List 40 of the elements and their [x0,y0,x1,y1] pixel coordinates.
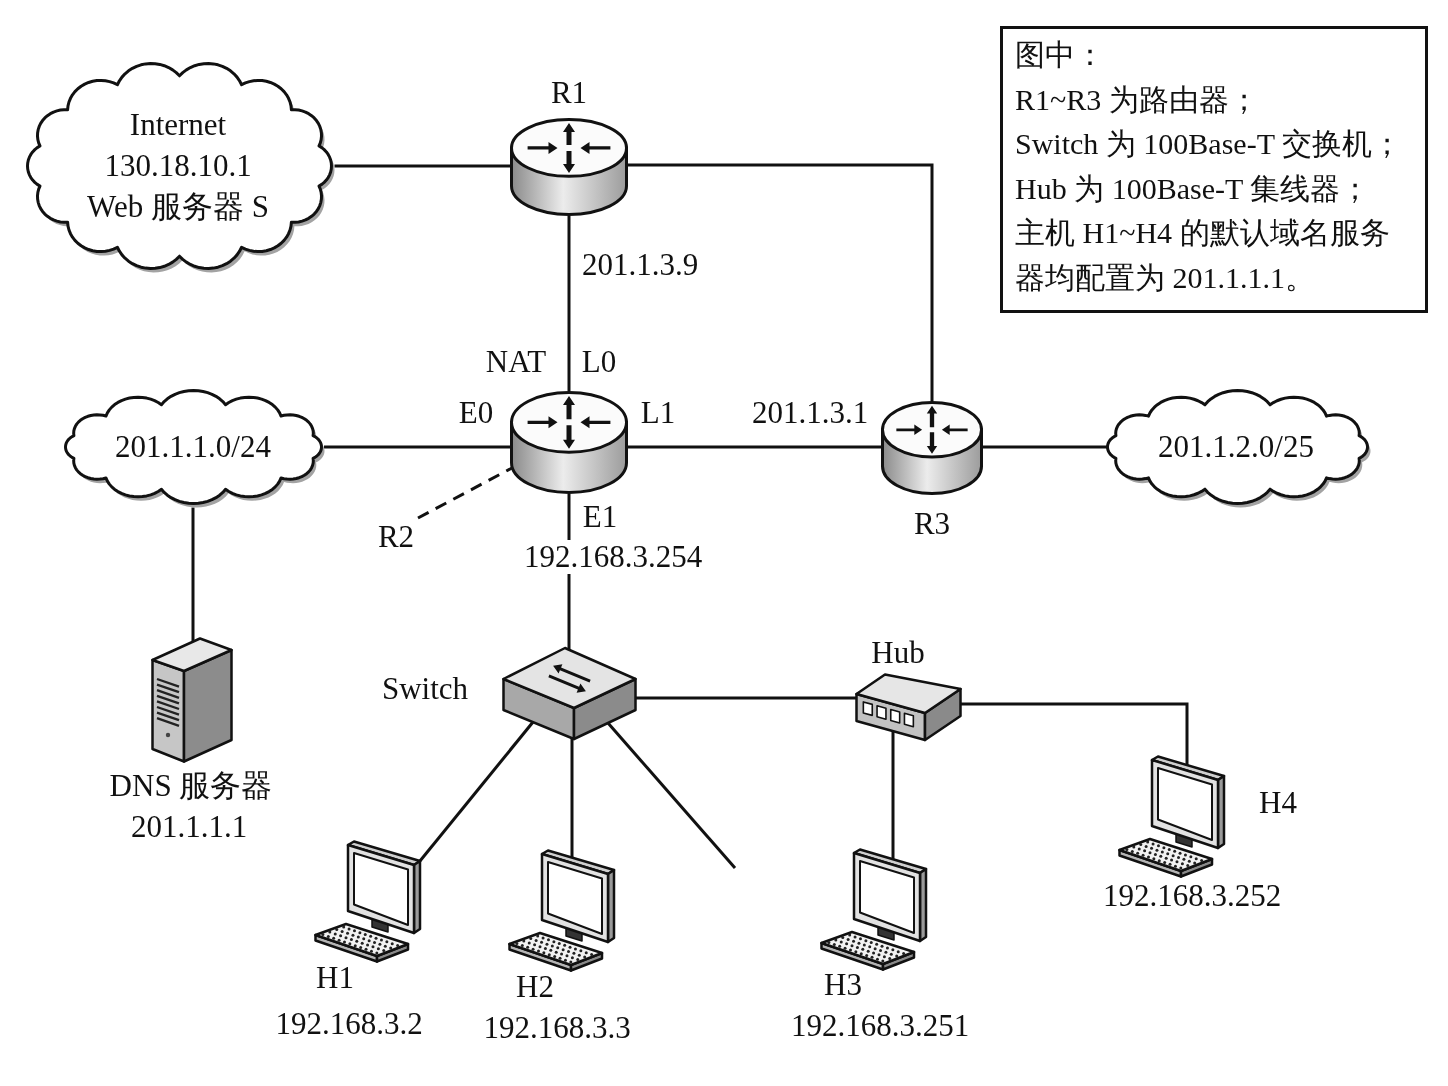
device-label: H4 [1259,785,1297,821]
connection-line [891,731,895,859]
ip-address: 192.168.3.2 [275,1006,423,1042]
ip-address: 192.168.3.3 [483,1010,631,1046]
ip-address: 192.168.3.251 [790,1008,970,1044]
connection-line [191,507,195,642]
device-label: R3 [913,506,951,542]
ip-address: 192.168.3.252 [1102,878,1282,914]
network-address: 201.1.2.0/25 [1158,429,1314,465]
leader-line [417,466,513,520]
connection-line [567,216,571,391]
server-label: Web 服务器 S [87,189,269,225]
device-label: H2 [516,969,554,1005]
connection-line [628,445,881,449]
server-label: DNS 服务器 [109,768,273,804]
device-label: H1 [316,960,354,996]
device-label: H3 [824,967,862,1003]
device-label: R1 [550,75,588,111]
network-name: Internet [129,107,227,143]
note-text: 图中： [1015,37,1105,73]
connection-line [983,445,1108,449]
note-text: R1~R3 为路由器； [1015,81,1259,118]
network-address: 201.1.1.0/24 [115,429,271,465]
note-text: Hub 为 100Base-T 集线器； [1015,170,1371,207]
connection-line [570,738,574,858]
note-text: Switch 为 100Base-T 交换机； [1015,126,1402,163]
device-label: Switch [381,671,469,707]
connection-line [960,702,1189,765]
connection-line [606,722,737,869]
connection-line [635,696,857,700]
note-text: 主机 H1~H4 的默认域名服务器均配置为 201.1.1.1。 [1015,215,1391,296]
connection-line [628,163,934,401]
note-box [1000,26,1428,313]
connection-line [334,164,510,168]
device-label: Hub [871,635,925,671]
connection-line [418,721,535,862]
ip-address: 130.18.10.1 [104,148,252,184]
device-label: R2 [374,518,418,556]
connection-line [324,445,510,449]
ip-address: 201.1.1.1 [130,809,248,845]
